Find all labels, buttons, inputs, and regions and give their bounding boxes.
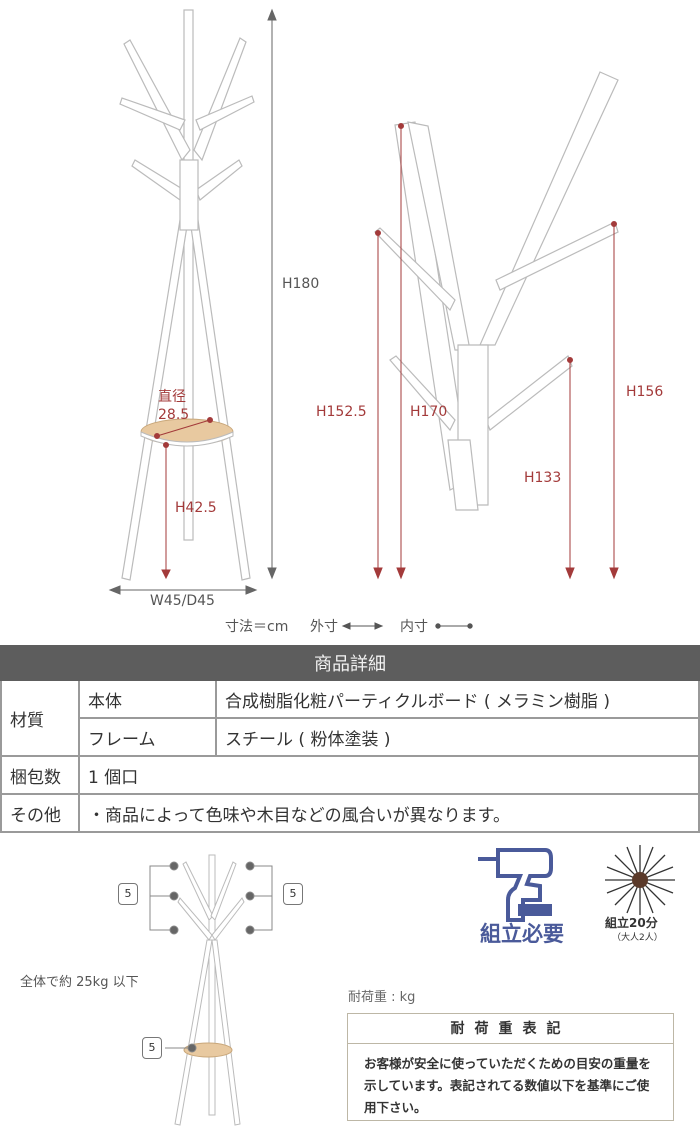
sub-label: 本体 bbox=[78, 679, 217, 719]
assembly-time-label: 組立20分 bbox=[605, 916, 658, 930]
table-row: その他 ・商品によって色味や木目などの風合いが異なります。 bbox=[0, 793, 700, 833]
cell-value: スチール ( 粉体塗装 ) bbox=[215, 717, 700, 757]
table-row: 材質 本体 合成樹脂化粧パーティクルボード ( メラミン樹脂 ) bbox=[0, 679, 700, 757]
height-label: H133 bbox=[524, 470, 562, 486]
coat-rack-diagram bbox=[108, 8, 619, 630]
cell-value: 合成樹脂化粧パーティクルボード ( メラミン樹脂 ) bbox=[215, 679, 700, 719]
product-details-table: 商品詳細 材質 本体 合成樹脂化粧パーティクルボード ( メラミン樹脂 ) フレ… bbox=[0, 645, 700, 833]
assembly-people-label: （大人2人） bbox=[612, 933, 663, 943]
row-label: 材質 bbox=[0, 679, 80, 757]
cell-value: ・商品によって色味や木目などの風合いが異なります。 bbox=[78, 793, 700, 833]
total-height-label: H180 bbox=[282, 276, 320, 292]
diameter-value: 28.5 bbox=[158, 407, 190, 423]
notice-body: お客様が安全に使っていただくための目安の重量を示しています。表記されてる数値以下… bbox=[364, 1056, 651, 1115]
shelf-height-label: H42.5 bbox=[175, 500, 217, 516]
total-load-label: 全体で約 25kg 以下 bbox=[20, 975, 139, 990]
weight-tag: 5 bbox=[118, 883, 138, 905]
height-label: H152.5 bbox=[316, 404, 367, 420]
load-notice-box: 耐荷重表記 お客様が安全に使っていただくための目安の重量を示しています。表記され… bbox=[347, 1013, 674, 1121]
unit-legend: 寸法＝cm bbox=[225, 619, 289, 635]
diameter-label: 直径 bbox=[158, 389, 186, 405]
inner-legend: 内寸 bbox=[400, 619, 428, 635]
table-title: 商品詳細 bbox=[0, 645, 700, 681]
row-label: 梱包数 bbox=[0, 755, 80, 795]
table-row: フレーム スチール ( 粉体塗装 ) bbox=[1, 717, 700, 757]
assembly-required-label: 組立必要 bbox=[480, 922, 564, 946]
weight-tag: 5 bbox=[283, 883, 303, 905]
row-label: その他 bbox=[0, 793, 80, 833]
table-row: 梱包数 1 個口 bbox=[0, 755, 700, 795]
width-depth-label: W45/D45 bbox=[150, 593, 215, 609]
outer-legend: 外寸 bbox=[310, 619, 338, 635]
height-label: H170 bbox=[410, 404, 448, 420]
height-label: H156 bbox=[626, 384, 664, 400]
cell-value: 1 個口 bbox=[78, 755, 700, 795]
sub-label: フレーム bbox=[78, 717, 217, 757]
load-unit-label: 耐荷重 : kg bbox=[348, 990, 416, 1005]
weight-tag: 5 bbox=[142, 1037, 162, 1059]
notice-title: 耐荷重表記 bbox=[348, 1014, 673, 1044]
